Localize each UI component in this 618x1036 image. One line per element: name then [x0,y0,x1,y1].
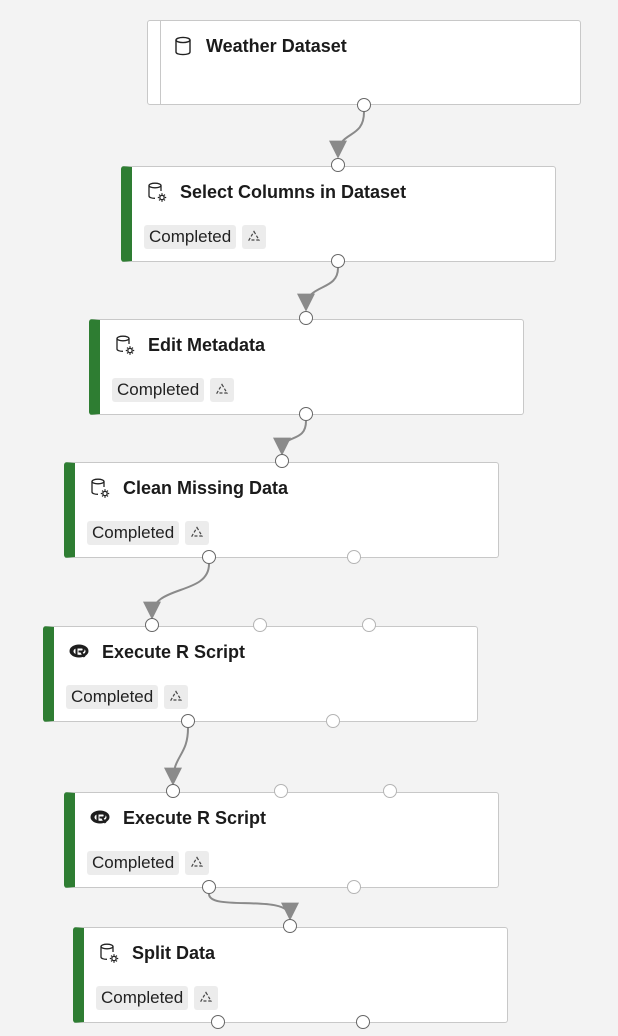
status-badge: Completed [87,521,180,545]
r-logo-icon [90,810,110,824]
status-badge: Completed [66,685,159,709]
input-port[interactable] [166,784,180,798]
node-title: Execute R Script [123,807,267,828]
database-gear-icon [116,335,135,355]
output-port[interactable] [211,1015,225,1029]
reuse-icon [242,225,267,249]
node-title: Select Columns in Dataset [180,181,407,202]
output-port[interactable] [347,880,361,894]
input-port[interactable] [331,158,345,172]
edge-weather-to-select[interactable] [329,111,365,159]
database-icon [175,36,191,56]
status-badge: Completed [112,378,205,402]
database-gear-icon [91,478,110,498]
edge-clean-to-rscript1[interactable] [143,563,210,620]
status-badge: Completed [96,986,189,1010]
output-port[interactable] [202,550,216,564]
node-title: Split Data [132,942,216,963]
edge-edit-to-clean[interactable] [273,420,307,456]
node-title: Edit Metadata [148,334,266,355]
input-port[interactable] [274,784,288,798]
input-port[interactable] [362,618,376,632]
output-port[interactable] [299,407,313,421]
input-port[interactable] [383,784,397,798]
database-gear-icon [148,182,167,202]
node-split-data[interactable]: Split Data Completed [73,927,508,1023]
reuse-icon [185,521,210,545]
node-execute-r-script-1[interactable]: Execute R Script Completed [43,626,478,722]
reuse-icon [185,851,210,875]
input-port[interactable] [145,618,159,632]
output-port[interactable] [202,880,216,894]
output-port[interactable] [181,714,195,728]
reuse-icon [194,986,219,1010]
reuse-icon [164,685,189,709]
input-port[interactable] [275,454,289,468]
node-title: Clean Missing Data [123,477,289,498]
node-weather-dataset[interactable]: Weather Dataset [147,20,581,105]
input-port[interactable] [253,618,267,632]
output-port[interactable] [347,550,361,564]
input-port[interactable] [299,311,313,325]
node-execute-r-script-2[interactable]: Execute R Script Completed [64,792,499,888]
output-port[interactable] [356,1015,370,1029]
r-logo-icon [69,644,89,658]
edge-rscript1-to-rscript2[interactable] [164,727,189,786]
input-port[interactable] [283,919,297,933]
status-badge: Completed [87,851,180,875]
status-badge: Completed [144,225,237,249]
output-port[interactable] [331,254,345,268]
edge-select-to-edit[interactable] [297,267,339,312]
reuse-icon [210,378,235,402]
node-title: Weather Dataset [206,35,347,56]
output-port[interactable] [326,714,340,728]
database-gear-icon [100,943,119,963]
node-title: Execute R Script [102,641,246,662]
node-edit-metadata[interactable]: Edit Metadata Completed [89,319,524,415]
node-clean-missing-data[interactable]: Clean Missing Data Completed [64,462,499,558]
output-port[interactable] [357,98,371,112]
node-select-columns[interactable]: Select Columns in Dataset Completed [121,166,556,262]
edge-rscript2-to-split[interactable] [208,893,299,921]
